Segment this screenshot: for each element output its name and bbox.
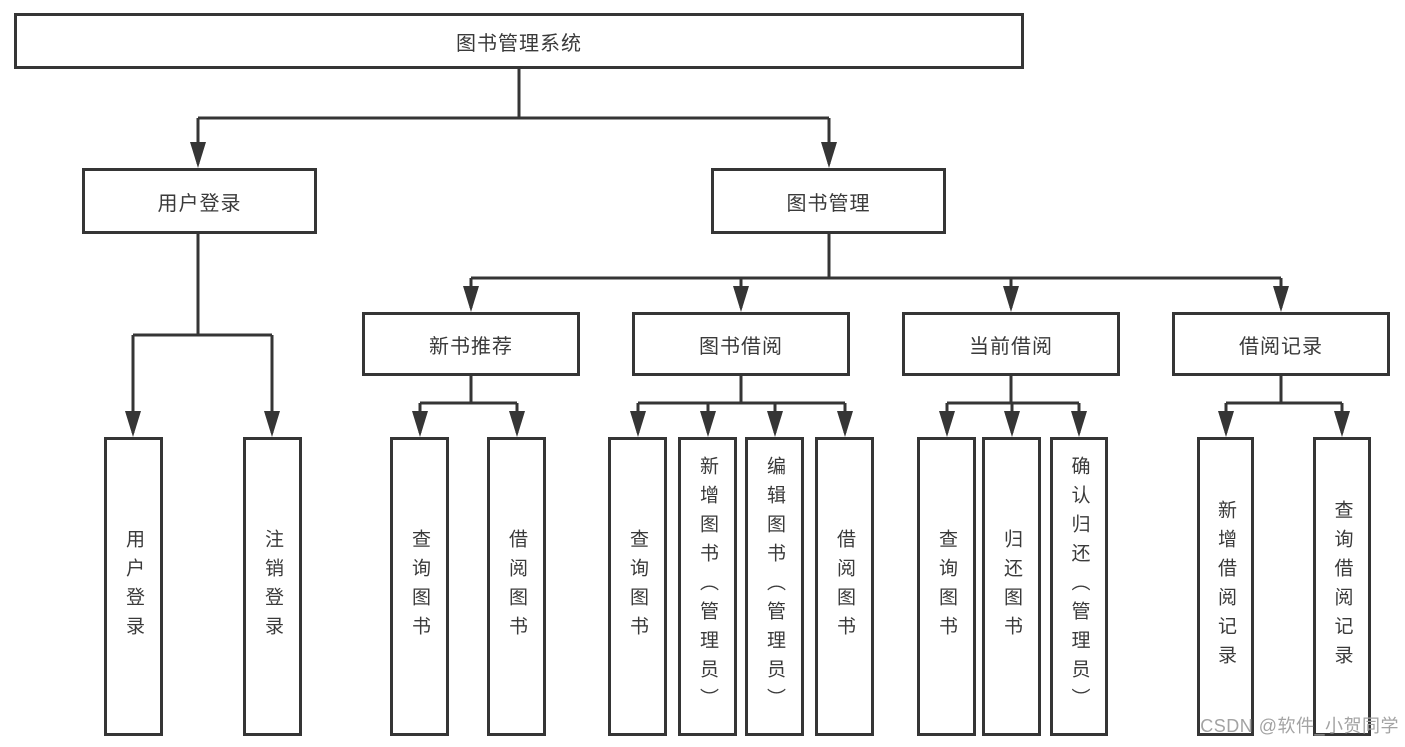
node-root-label: 图书管理系统 <box>456 32 582 55</box>
node-current-borrowing-label: 当前借阅 <box>969 335 1053 358</box>
arrowhead <box>1071 411 1087 437</box>
arrowhead <box>1334 411 1350 437</box>
leaf-borrow-books-2-label: 借阅图书 <box>834 528 855 645</box>
leaf-user-login-label: 用户登录 <box>123 528 144 645</box>
connector-book-management-to-level3 <box>469 234 1283 308</box>
connector-book-management-path <box>469 234 1283 308</box>
leaf-logout-label: 注销登录 <box>262 528 283 645</box>
node-new-book-recommend: 新书推荐 <box>362 312 580 376</box>
arrowhead <box>1003 286 1019 312</box>
node-book-borrowing-label: 图书借阅 <box>699 335 783 358</box>
leaf-query-books-3-label: 查询图书 <box>936 528 957 645</box>
connector-root-to-level2 <box>196 69 831 164</box>
leaf-query-books-2: 查询图书 <box>608 437 667 736</box>
arrowhead <box>1218 411 1234 437</box>
connector-current-borrowing-path <box>945 376 1081 433</box>
leaf-query-books-1: 查询图书 <box>390 437 449 736</box>
node-borrowing-records: 借阅记录 <box>1172 312 1390 376</box>
leaf-confirm-return-admin: 确认归还（管理员） <box>1050 437 1108 736</box>
leaf-edit-books-admin: 编辑图书（管理员） <box>745 437 804 736</box>
connector-root-path <box>196 69 831 164</box>
leaf-query-books-3: 查询图书 <box>917 437 976 736</box>
leaf-return-books-label: 归还图书 <box>1001 528 1022 645</box>
watermark: CSDN @软件_小贺同学 <box>1200 716 1399 736</box>
leaf-return-books: 归还图书 <box>982 437 1041 736</box>
arrowhead <box>1273 286 1289 312</box>
node-book-management-label: 图书管理 <box>786 192 871 215</box>
node-user-login-label: 用户登录 <box>157 192 242 215</box>
connector-borrowing-records-to-leaves <box>1224 376 1344 433</box>
node-user-login: 用户登录 <box>82 168 317 234</box>
arrowhead <box>264 411 280 437</box>
connector-new-book-recommend-path <box>418 376 519 433</box>
leaf-add-borrow-record: 新增借阅记录 <box>1197 437 1254 736</box>
leaf-confirm-return-admin-label: 确认归还（管理员） <box>1068 456 1090 717</box>
leaf-query-books-2-label: 查询图书 <box>627 528 648 645</box>
leaf-borrow-books-2: 借阅图书 <box>815 437 874 736</box>
leaf-add-books-admin: 新增图书（管理员） <box>678 437 737 736</box>
arrowhead <box>630 411 646 437</box>
arrowhead <box>509 411 525 437</box>
leaf-query-borrow-record-label: 查询借阅记录 <box>1331 499 1353 674</box>
arrowhead <box>700 411 716 437</box>
node-book-borrowing: 图书借阅 <box>632 312 850 376</box>
arrowhead <box>837 411 853 437</box>
leaf-query-books-1-label: 查询图书 <box>409 528 430 645</box>
arrowhead <box>733 286 749 312</box>
leaf-add-books-admin-label: 新增图书（管理员） <box>697 456 718 717</box>
arrowhead <box>939 411 955 437</box>
node-new-book-recommend-label: 新书推荐 <box>429 335 513 358</box>
connector-current-borrowing-to-leaves <box>945 376 1081 433</box>
node-root: 图书管理系统 <box>14 13 1024 69</box>
arrowhead <box>190 142 206 168</box>
leaf-query-borrow-record: 查询借阅记录 <box>1313 437 1371 736</box>
arrowhead <box>821 142 837 168</box>
arrowhead <box>463 286 479 312</box>
leaf-borrow-books-1-label: 借阅图书 <box>506 528 527 645</box>
arrowhead <box>412 411 428 437</box>
connector-book-borrowing-to-leaves <box>636 376 847 433</box>
arrowhead <box>125 411 141 437</box>
connector-book-borrowing-path <box>636 376 847 433</box>
arrowhead <box>767 411 783 437</box>
leaf-borrow-books-1: 借阅图书 <box>487 437 546 736</box>
leaf-logout: 注销登录 <box>243 437 302 736</box>
node-borrowing-records-label: 借阅记录 <box>1239 335 1323 358</box>
leaf-edit-books-admin-label: 编辑图书（管理员） <box>764 456 785 717</box>
node-book-management: 图书管理 <box>711 168 946 234</box>
connector-user-login-to-leaves <box>131 234 274 433</box>
leaf-add-borrow-record-label: 新增借阅记录 <box>1215 499 1236 674</box>
arrowhead <box>1004 411 1020 437</box>
node-current-borrowing: 当前借阅 <box>902 312 1120 376</box>
connector-borrowing-records-path <box>1224 376 1344 433</box>
connector-new-book-recommend-to-leaves <box>418 376 519 433</box>
leaf-user-login: 用户登录 <box>104 437 163 736</box>
connector-user-login-path <box>131 234 274 433</box>
